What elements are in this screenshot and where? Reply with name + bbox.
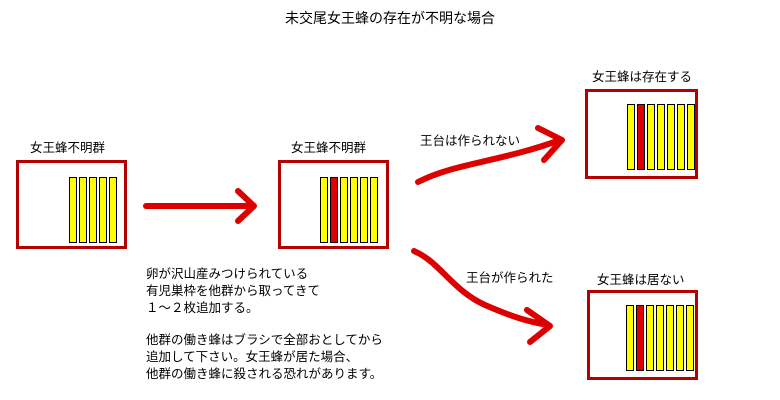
- hive-label: 女王蜂は存在する: [592, 69, 693, 84]
- arrow-lower-branch: [411, 248, 551, 328]
- hive-label: 女王蜂不明群: [291, 140, 367, 155]
- frame-group: [627, 104, 695, 170]
- hive-label: 女王蜂不明群: [30, 140, 106, 155]
- note-warning: 他群の働き蜂はブラシで全部おとしてから 追加して下さい。女王蜂が居た場合、 他群…: [146, 332, 383, 381]
- hive-box: [585, 89, 698, 179]
- comb-frame: [657, 104, 665, 170]
- comb-frame: [320, 177, 328, 243]
- arrow-upper-branch: [415, 137, 563, 185]
- comb-frame: [109, 177, 117, 243]
- hive-label: 女王蜂は居ない: [597, 272, 685, 287]
- comb-frame: [666, 305, 674, 371]
- comb-frame: [360, 177, 368, 243]
- frame-group: [320, 177, 378, 243]
- comb-frame: [646, 305, 654, 371]
- comb-frame: [686, 305, 694, 371]
- comb-frame: [69, 177, 77, 243]
- branch-label-lower: 王台が作られた: [466, 270, 554, 285]
- brood-frame: [636, 305, 644, 371]
- comb-frame: [99, 177, 107, 243]
- comb-frame: [350, 177, 358, 243]
- comb-frame: [656, 305, 664, 371]
- brood-frame: [330, 177, 338, 243]
- diagram-title: 未交尾女王蜂の存在が不明な場合: [285, 11, 495, 27]
- comb-frame: [370, 177, 378, 243]
- brood-frame: [637, 104, 645, 170]
- hive-box: [16, 160, 127, 249]
- arrow-upper-head: [535, 125, 565, 163]
- comb-frame: [79, 177, 87, 243]
- comb-frame: [89, 177, 97, 243]
- frame-group: [69, 177, 117, 243]
- arrow-right-head: [235, 188, 257, 224]
- comb-frame: [677, 104, 685, 170]
- branch-label-upper: 王台は作られない: [420, 133, 521, 148]
- note-add-frames: 卵が沢山産みつけられている 有児巣枠を他群から取ってきて １～２枚追加する。: [146, 266, 321, 315]
- comb-frame: [626, 305, 634, 371]
- hive-box: [278, 160, 389, 249]
- comb-frame: [667, 104, 675, 170]
- hive-box: [587, 290, 698, 380]
- comb-frame: [687, 104, 695, 170]
- comb-frame: [627, 104, 635, 170]
- frame-group: [626, 305, 694, 371]
- comb-frame: [647, 104, 655, 170]
- arrow-lower-head: [524, 307, 553, 345]
- comb-frame: [676, 305, 684, 371]
- comb-frame: [340, 177, 348, 243]
